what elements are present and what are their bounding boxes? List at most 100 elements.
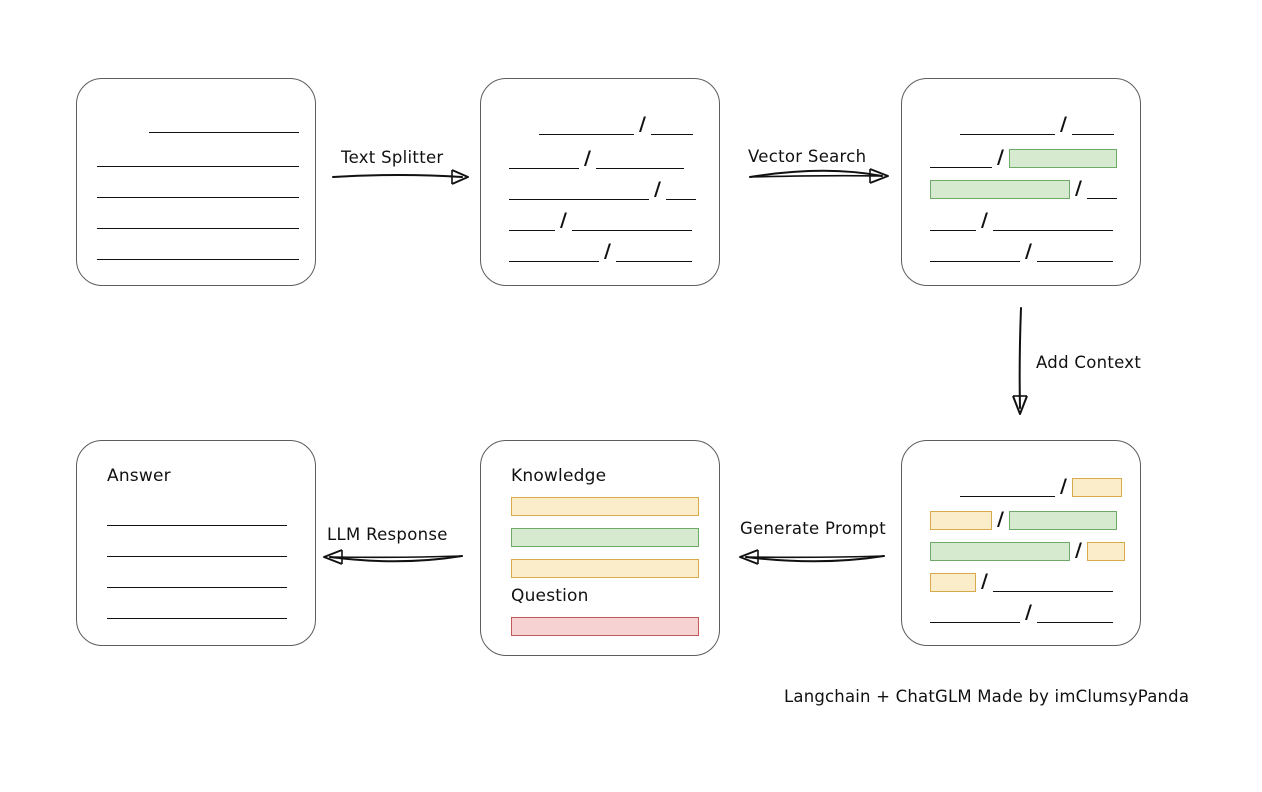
text-underline — [1071, 115, 1114, 135]
text-underline — [1086, 179, 1117, 199]
doc-line: / — [902, 176, 1170, 199]
context-chunk-highlight — [930, 572, 976, 592]
box-vector-matches[interactable]: / / / / / — [901, 78, 1141, 286]
text-underline — [665, 180, 696, 200]
text-underline — [1036, 242, 1113, 262]
box-context-added[interactable]: / / / / / — [901, 440, 1141, 646]
text-underline — [960, 115, 1055, 135]
answer-heading: Answer — [107, 466, 171, 486]
chunk-separator: / — [1060, 474, 1067, 497]
knowledge-chunk-row — [481, 527, 751, 547]
context-chunk-highlight — [1086, 541, 1125, 561]
text-underline — [615, 242, 692, 262]
chunk-separator: / — [981, 208, 988, 231]
matched-chunk-highlight — [930, 541, 1070, 561]
chunk-separator: / — [560, 208, 567, 231]
text-underline — [509, 211, 555, 231]
chunk-separator: / — [1060, 112, 1067, 135]
text-underline — [930, 242, 1020, 262]
doc-line: / — [481, 146, 749, 169]
chunk-separator: / — [604, 239, 611, 262]
arrow-label-llm-response: LLM Response — [327, 525, 448, 544]
chunk-separator: / — [1075, 538, 1082, 561]
doc-line: / — [481, 112, 749, 135]
doc-line — [77, 568, 347, 588]
doc-line — [77, 147, 337, 167]
knowledge-chunk-row — [481, 558, 751, 578]
text-underline — [97, 209, 299, 229]
doc-line — [77, 113, 337, 133]
matched-chunk-highlight — [930, 179, 1070, 199]
text-underline — [571, 211, 692, 231]
text-underline — [595, 149, 684, 169]
chunk-separator: / — [1025, 239, 1032, 262]
text-underline — [1036, 603, 1113, 623]
text-underline — [960, 477, 1055, 497]
arrow-label-generate-prompt: Generate Prompt — [740, 519, 886, 538]
context-chunk-highlight — [511, 558, 699, 578]
text-underline — [107, 537, 287, 557]
context-chunk-highlight — [930, 510, 992, 530]
text-underline — [650, 115, 693, 135]
text-underline — [149, 113, 299, 133]
arrow-label-text-splitter: Text Splitter — [341, 148, 444, 167]
text-underline — [97, 178, 299, 198]
matched-chunk-highlight — [1008, 510, 1117, 530]
add-context-arrow — [1012, 307, 1028, 415]
chunk-separator: / — [584, 146, 591, 169]
doc-line: / — [902, 569, 1170, 592]
arrow-label-add-context: Add Context — [1036, 353, 1142, 372]
knowledge-heading: Knowledge — [511, 466, 607, 486]
matched-chunk-highlight — [1008, 148, 1117, 168]
doc-line: / — [902, 145, 1170, 168]
chunk-separator: / — [997, 507, 1004, 530]
chunk-separator: / — [1025, 600, 1032, 623]
question-heading: Question — [511, 586, 589, 606]
chunk-separator: / — [997, 145, 1004, 168]
chunk-separator: / — [639, 112, 646, 135]
text-underline — [930, 148, 992, 168]
knowledge-chunk-row — [481, 496, 751, 516]
box-source-document[interactable] — [76, 78, 316, 286]
doc-line: / — [902, 239, 1170, 262]
matched-chunk-highlight — [511, 527, 699, 547]
text-underline — [509, 242, 599, 262]
context-chunk-highlight — [511, 496, 699, 516]
doc-line — [77, 209, 337, 229]
text-underline — [930, 603, 1020, 623]
text-underline — [97, 240, 299, 260]
text-underline — [107, 568, 287, 588]
doc-line: / — [481, 177, 749, 200]
text-underline — [97, 147, 299, 167]
doc-line: / — [902, 474, 1170, 497]
generate-prompt-arrow — [739, 549, 885, 565]
text-underline — [992, 211, 1113, 231]
text-underline — [509, 149, 579, 169]
doc-line: / — [902, 112, 1170, 135]
chunk-separator: / — [981, 569, 988, 592]
arrow-label-vector-search: Vector Search — [748, 147, 867, 166]
doc-line — [77, 506, 347, 526]
doc-line — [77, 599, 347, 619]
text-underline — [930, 211, 976, 231]
text-underline — [992, 572, 1113, 592]
doc-line: / — [902, 507, 1170, 530]
doc-line: / — [481, 208, 749, 231]
text-underline — [509, 180, 649, 200]
box-answer[interactable]: Answer — [76, 440, 316, 646]
doc-line: / — [902, 208, 1170, 231]
doc-line — [77, 240, 337, 260]
question-highlight — [511, 616, 699, 636]
doc-line — [77, 178, 337, 198]
text-underline — [107, 506, 287, 526]
context-chunk-highlight — [1071, 477, 1122, 497]
doc-line — [77, 537, 347, 557]
box-split-chunks[interactable]: / / / / / — [480, 78, 720, 286]
box-prompt[interactable]: Knowledge Question — [480, 440, 720, 656]
chunk-separator: / — [1075, 176, 1082, 199]
question-chunk-row — [481, 616, 751, 636]
doc-line: / — [902, 600, 1170, 623]
chunk-separator: / — [654, 177, 661, 200]
text-underline — [107, 599, 287, 619]
